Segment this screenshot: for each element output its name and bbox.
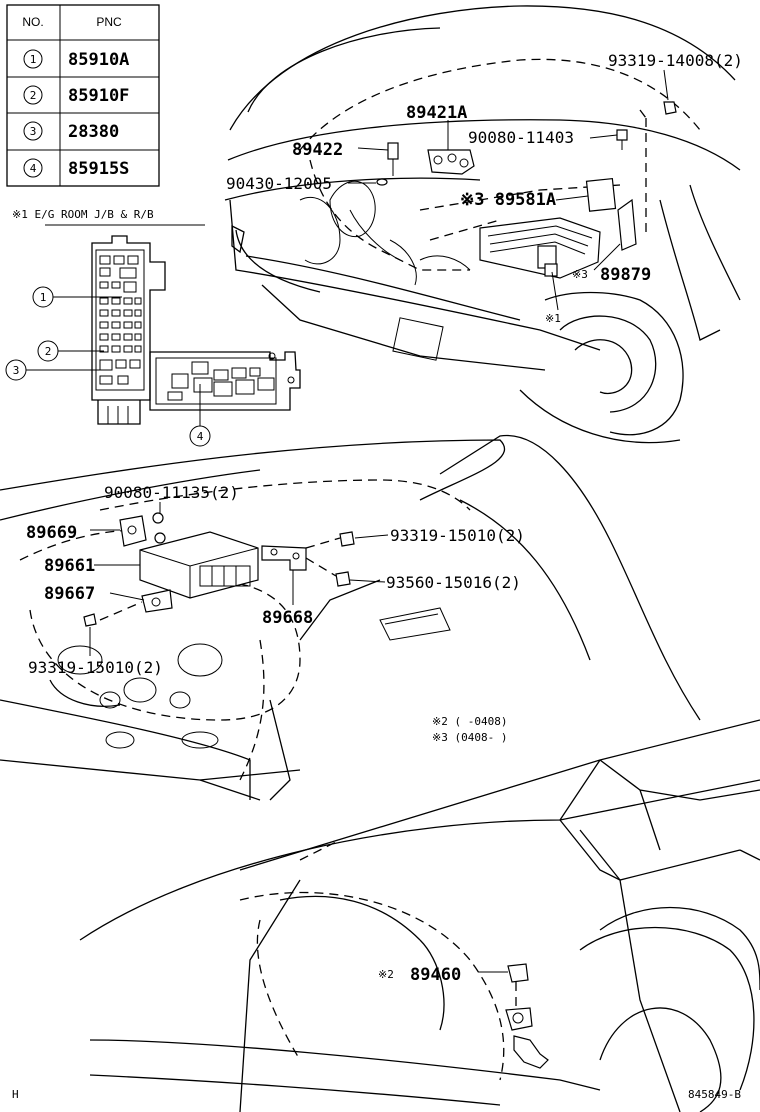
label-89879: 89879 <box>600 265 651 285</box>
table-row-pnc: 85915S <box>68 159 129 179</box>
label-89661: 89661 <box>44 556 95 576</box>
table-row-pnc: 85910A <box>68 50 129 70</box>
figure-id: 845849-B <box>688 1088 741 1101</box>
label-93319-15010-a: 93319-15010(2) <box>390 526 525 545</box>
inset-callout-1: 1 <box>40 291 47 304</box>
bottom-section-labels: ※2 89460 H 845849-B <box>12 965 741 1101</box>
label-89581A: ※3 89581A <box>460 190 556 210</box>
mark-2: ※2 <box>378 968 394 981</box>
inset-callout-4: 4 <box>197 430 204 443</box>
vehicle-rear-drawing <box>79 719 760 1112</box>
pnc-table: NO. PNC 1 85910A 2 85910F 3 28380 4 8591… <box>6 4 160 187</box>
table-row-no: 4 <box>30 162 37 175</box>
label-89669: 89669 <box>26 523 77 543</box>
label-93560-15016: 93560-15016(2) <box>386 573 521 592</box>
table-row-no: 3 <box>30 125 37 138</box>
table-header-no: NO. <box>22 15 43 29</box>
label-89421A: 89421A <box>406 103 467 123</box>
label-93319-14008: 93319-14008(2) <box>608 51 743 70</box>
mark-3: ※3 <box>572 268 588 281</box>
top-section-labels: 93319-14008(2) 89421A 90080-11403 89422 … <box>226 51 743 325</box>
label-89460: 89460 <box>410 965 461 985</box>
label-90080-11135: 90080-11135(2) <box>104 483 239 502</box>
note-3: ※3 (0408- ) <box>432 731 507 744</box>
label-89667: 89667 <box>44 584 95 604</box>
table-header-pnc: PNC <box>96 15 122 29</box>
table-row-no: 2 <box>30 89 37 102</box>
table-row-pnc: 85910F <box>68 86 129 106</box>
label-90430-12005: 90430-12005 <box>226 174 332 193</box>
inset-title: ※1 E/G ROOM J/B & R/B <box>12 208 154 221</box>
label-89668: 89668 <box>262 608 313 628</box>
label-93319-15010-b: 93319-15010(2) <box>28 658 163 677</box>
inset-callout-3: 3 <box>13 364 20 377</box>
note-2: ※2 ( -0408) <box>432 715 507 728</box>
middle-section-labels: 90080-11135(2) 89669 93319-15010(2) 8966… <box>26 483 525 744</box>
junction-block-inset: ※1 E/G ROOM J/B & R/B <box>5 208 301 447</box>
corner-mark: H <box>12 1088 19 1101</box>
vehicle-interior-drawing <box>0 434 701 801</box>
vehicle-front-drawing <box>224 5 741 444</box>
mark-1: ※1 <box>545 312 561 325</box>
table-row-pnc: 28380 <box>68 122 119 142</box>
label-89422: 89422 <box>292 140 343 160</box>
label-90080-11403: 90080-11403 <box>468 128 574 147</box>
inset-callout-2: 2 <box>45 345 52 358</box>
table-row-no: 1 <box>30 53 37 66</box>
